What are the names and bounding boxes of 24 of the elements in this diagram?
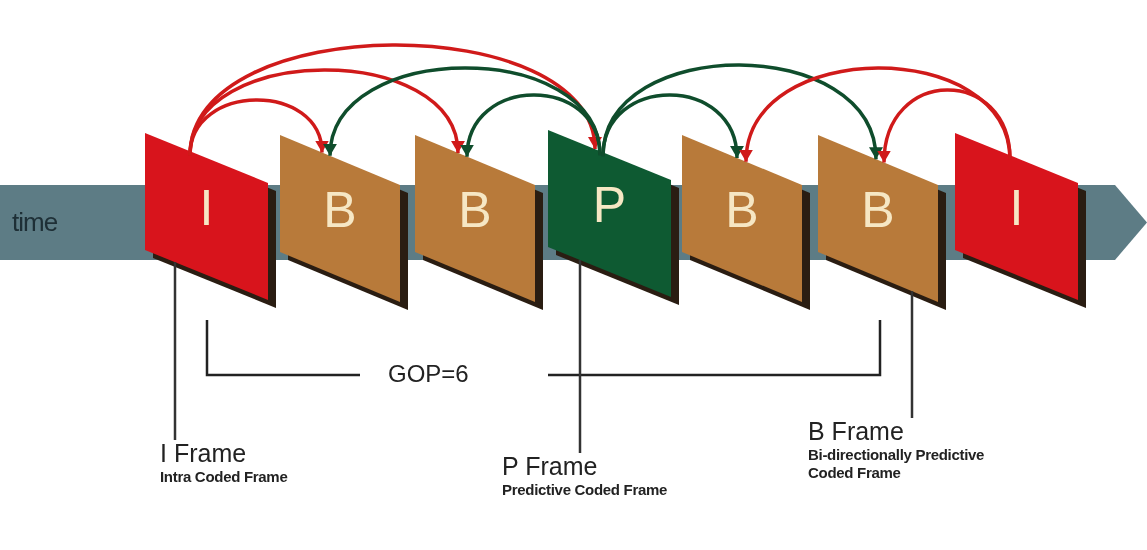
- frame-letter: B: [724, 185, 760, 235]
- leader-line: [173, 262, 177, 440]
- callout-description: Predictive Coded Frame: [502, 480, 669, 500]
- arrow: [461, 93, 602, 157]
- frame-letter: I: [1008, 183, 1025, 233]
- timeline-label: time: [12, 207, 58, 238]
- frame-letter: B: [322, 185, 358, 235]
- frame-letter: B: [860, 185, 896, 235]
- arrow: [741, 66, 1012, 162]
- callout-description: Bi-directionally Predictive Coded Frame: [808, 445, 986, 483]
- arrow: [601, 63, 881, 160]
- callout-title: P Frame: [502, 453, 599, 481]
- group-size-label: GOP=6: [388, 360, 469, 388]
- frame-letter: B: [457, 185, 493, 235]
- callout-description: Intra Coded Frame: [160, 467, 289, 487]
- arrow: [325, 66, 602, 157]
- leader-line: [910, 291, 914, 418]
- callout-title: I Frame: [160, 440, 248, 468]
- arrow: [601, 93, 743, 159]
- frame-letter: P: [591, 180, 628, 230]
- frame-letter: I: [198, 183, 215, 233]
- callout-title: B Frame: [808, 418, 905, 446]
- arrow: [878, 88, 1012, 163]
- leader-line: [578, 260, 582, 453]
